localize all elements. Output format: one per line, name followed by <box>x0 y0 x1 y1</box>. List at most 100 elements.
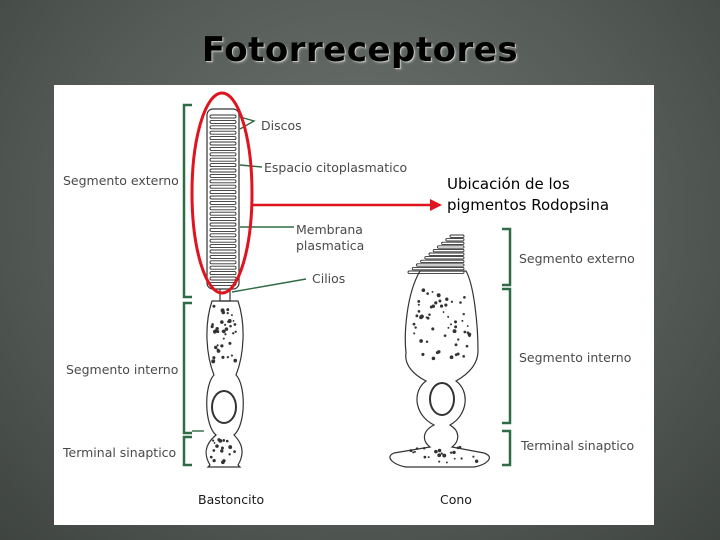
caption-cono: Cono <box>440 492 472 507</box>
organelle-dot <box>233 358 238 363</box>
organelle-dot <box>438 460 441 463</box>
organelle-dot <box>450 300 454 303</box>
rod-cell <box>205 108 244 468</box>
organelle-dot <box>435 351 439 355</box>
organelle-dot <box>225 439 229 443</box>
slide-title: Fotorreceptores <box>201 30 519 70</box>
organelle-dot <box>436 293 441 298</box>
organelle-dot <box>450 323 453 326</box>
rod-disc <box>209 195 237 200</box>
organelle-dot <box>460 457 463 460</box>
organelle-dot <box>220 320 224 324</box>
organelle-dot <box>228 341 232 345</box>
organelle-dot <box>454 343 458 347</box>
rod-disc <box>209 265 237 270</box>
organelle-dot <box>227 319 232 323</box>
organelle-dot <box>434 301 438 305</box>
organelle-dot <box>426 292 429 295</box>
organelle-dot <box>415 314 419 318</box>
cone-bracket-inner <box>502 287 512 425</box>
organelle-dot <box>431 327 435 331</box>
cone-disc <box>428 252 465 256</box>
organelle-dot <box>222 337 225 340</box>
cone-disc <box>436 245 465 249</box>
rod-nucleus <box>211 390 237 424</box>
cone-disc <box>420 259 465 264</box>
organelle-dot <box>463 295 466 299</box>
organelle-dot <box>212 439 215 442</box>
organelle-dot <box>417 299 421 303</box>
organelle-dot <box>417 303 420 306</box>
rod-discs <box>209 114 237 286</box>
organelle-dot <box>220 449 224 453</box>
organelle-dot <box>428 313 431 316</box>
organelle-dot <box>429 305 433 309</box>
organelle-dot <box>412 322 416 326</box>
organelle-dot <box>212 304 216 308</box>
rod-disc <box>209 184 237 189</box>
organelle-dot <box>444 303 448 307</box>
organelle-dot <box>440 452 443 455</box>
organelle-dot <box>228 445 233 450</box>
cone-disc <box>445 238 465 242</box>
organelle-dot <box>222 439 225 442</box>
organelle-dot <box>224 327 229 331</box>
rod-disc <box>209 211 237 216</box>
rod-disc <box>209 249 237 254</box>
rod-disc <box>209 168 237 173</box>
organelle-dot <box>232 332 235 335</box>
organelle-dot <box>417 309 421 313</box>
organelle-dot <box>447 326 450 329</box>
cone-cell <box>389 234 490 468</box>
organelle-dot <box>452 450 456 455</box>
organelle-dot <box>414 326 417 329</box>
label-membrana-2: plasmatica <box>296 238 364 253</box>
organelle-dot <box>421 352 425 356</box>
organelle-dot <box>459 301 462 304</box>
organelle-dot <box>452 329 457 334</box>
cilios-leader <box>231 278 307 293</box>
organelle-dot <box>234 330 237 333</box>
photoreceptor-diagram: Discos Espacio citoplasmatico Membrana p… <box>62 91 635 507</box>
label-rod-segmento-externo: Segmento externo <box>63 173 179 188</box>
rod-bracket-outer <box>182 103 192 299</box>
organelle-dot <box>438 299 442 303</box>
organelle-dot <box>466 325 469 327</box>
rod-inner-segment <box>205 300 244 468</box>
cone-nucleus <box>429 382 455 416</box>
organelle-dot <box>454 325 458 329</box>
organelle-dot <box>233 450 236 454</box>
rod-disc <box>209 233 237 238</box>
organelle-dot <box>212 359 216 362</box>
organelle-dot <box>230 354 233 357</box>
label-discos: Discos <box>261 118 302 133</box>
organelle-dot <box>431 356 436 361</box>
organelle-dot <box>462 355 465 358</box>
organelle-dot <box>449 451 453 454</box>
organelle-dot <box>463 330 467 334</box>
rod-disc <box>209 244 237 249</box>
cone-disc <box>424 256 465 260</box>
organelle-dot <box>221 460 225 465</box>
annotation-line-1: Ubicación de los <box>447 175 570 193</box>
organelle-dot <box>442 311 445 313</box>
organelle-dot <box>415 447 419 450</box>
organelle-dot <box>224 323 227 326</box>
organelle-dot <box>413 332 416 335</box>
organelle-dot <box>445 461 448 464</box>
caption-bastoncito: Bastoncito <box>198 492 264 507</box>
label-cone-terminal: Terminal sinaptico <box>520 438 634 453</box>
rod-disc <box>209 254 237 259</box>
organelle-dot <box>437 448 442 453</box>
organelle-dot <box>454 320 458 324</box>
organelle-dot <box>423 455 427 459</box>
rod-brackets <box>182 103 192 467</box>
rod-disc <box>209 260 237 265</box>
rod-disc <box>209 125 237 130</box>
organelle-dot <box>462 312 465 316</box>
rod-disc <box>209 276 237 281</box>
diagram-panel: Discos Espacio citoplasmatico Membrana p… <box>54 85 654 525</box>
organelle-dot <box>453 457 456 460</box>
organelle-dot <box>217 438 221 442</box>
organelle-dot <box>437 453 442 458</box>
